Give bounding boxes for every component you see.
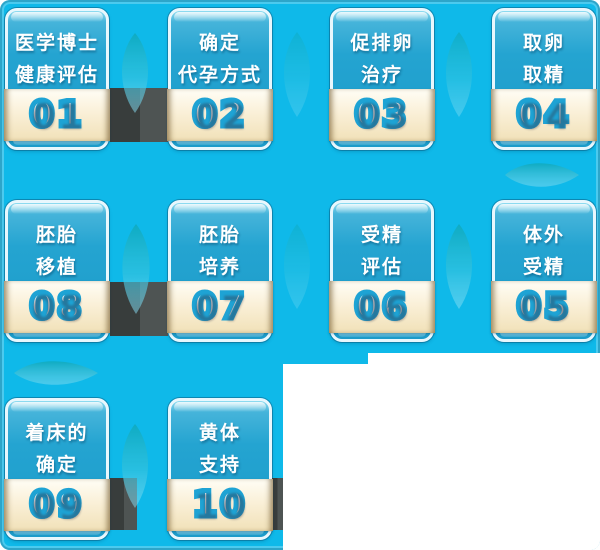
step-number-band: 03 — [329, 89, 435, 141]
step-title-line: 着床的 — [25, 422, 89, 444]
step-card-09: 着床的 确定 09 — [4, 398, 110, 540]
step-title-line: 胚胎 — [198, 224, 241, 246]
step-title-line: 黄体 — [198, 422, 241, 444]
step-title: 促排卵 治疗 — [333, 11, 431, 89]
step-title-line: 健康评估 — [14, 64, 99, 86]
leaf-arrow-icon — [284, 32, 310, 117]
leaf-arrow-icon — [122, 33, 148, 113]
step-title-line: 受精 — [522, 256, 565, 278]
step-card-04: 取卵 取精 04 — [491, 8, 597, 150]
leaf-arrow-icon — [446, 224, 472, 309]
step-title-line: 确定 — [198, 32, 241, 54]
step-number: 03 — [352, 94, 410, 135]
step-card-02: 确定 代孕方式 02 — [167, 8, 273, 150]
step-number: 04 — [514, 94, 572, 135]
step-card-03: 促排卵 治疗 03 — [329, 8, 435, 150]
step-card-10: 黄体 支持 10 — [167, 398, 273, 540]
step-card-01: 医学博士 健康评估 01 — [4, 8, 110, 150]
leaf-arrow-icon — [505, 163, 579, 187]
connector-shadow-band — [272, 478, 283, 530]
step-title: 胚胎 移植 — [8, 203, 106, 281]
leaf-arrow-icon — [446, 32, 472, 117]
step-number: 09 — [27, 484, 85, 525]
step-number: 05 — [514, 286, 572, 327]
step-title: 受精 评估 — [333, 203, 431, 281]
step-title-line: 确定 — [35, 454, 78, 476]
step-number: 10 — [190, 484, 248, 525]
step-number-band: 01 — [4, 89, 110, 141]
step-number-band: 10 — [167, 479, 273, 531]
step-title-line: 促排卵 — [350, 32, 414, 54]
step-number-band: 06 — [329, 281, 435, 333]
step-number: 07 — [190, 286, 248, 327]
step-card-05: 体外 受精 05 — [491, 200, 597, 342]
step-number: 01 — [27, 94, 85, 135]
step-number-band: 08 — [4, 281, 110, 333]
leaf-arrow-icon — [14, 361, 98, 385]
step-title: 着床的 确定 — [8, 401, 106, 479]
step-number: 06 — [352, 286, 410, 327]
step-title-line: 代孕方式 — [177, 64, 262, 86]
leaf-arrow-icon — [122, 224, 150, 314]
step-card-06: 受精 评估 06 — [329, 200, 435, 342]
step-number-band: 02 — [167, 89, 273, 141]
step-title: 胚胎 培养 — [171, 203, 269, 281]
background-white-notch — [368, 353, 600, 550]
step-title: 取卵 取精 — [495, 11, 593, 89]
step-title: 确定 代孕方式 — [171, 11, 269, 89]
step-title-line: 取精 — [522, 64, 565, 86]
step-title: 黄体 支持 — [171, 401, 269, 479]
step-number: 02 — [190, 94, 248, 135]
step-number-band: 07 — [167, 281, 273, 333]
step-title-line: 培养 — [198, 256, 241, 278]
step-number-band: 05 — [491, 281, 597, 333]
step-title-line: 体外 — [522, 224, 565, 246]
step-title-line: 医学博士 — [14, 32, 99, 54]
step-card-08: 胚胎 移植 08 — [4, 200, 110, 342]
leaf-arrow-icon — [284, 224, 310, 309]
step-title-line: 移植 — [35, 256, 78, 278]
step-number-band: 04 — [491, 89, 597, 141]
step-title-line: 支持 — [198, 454, 241, 476]
step-title: 医学博士 健康评估 — [8, 11, 106, 89]
step-number: 08 — [27, 286, 85, 327]
step-title: 体外 受精 — [495, 203, 593, 281]
step-number-band: 09 — [4, 479, 110, 531]
step-title-line: 治疗 — [360, 64, 403, 86]
step-title-line: 胚胎 — [35, 224, 78, 246]
step-title-line: 取卵 — [522, 32, 565, 54]
step-card-07: 胚胎 培养 07 — [167, 200, 273, 342]
step-title-line: 受精 — [360, 224, 403, 246]
leaf-arrow-icon — [122, 424, 148, 508]
step-title-line: 评估 — [360, 256, 403, 278]
